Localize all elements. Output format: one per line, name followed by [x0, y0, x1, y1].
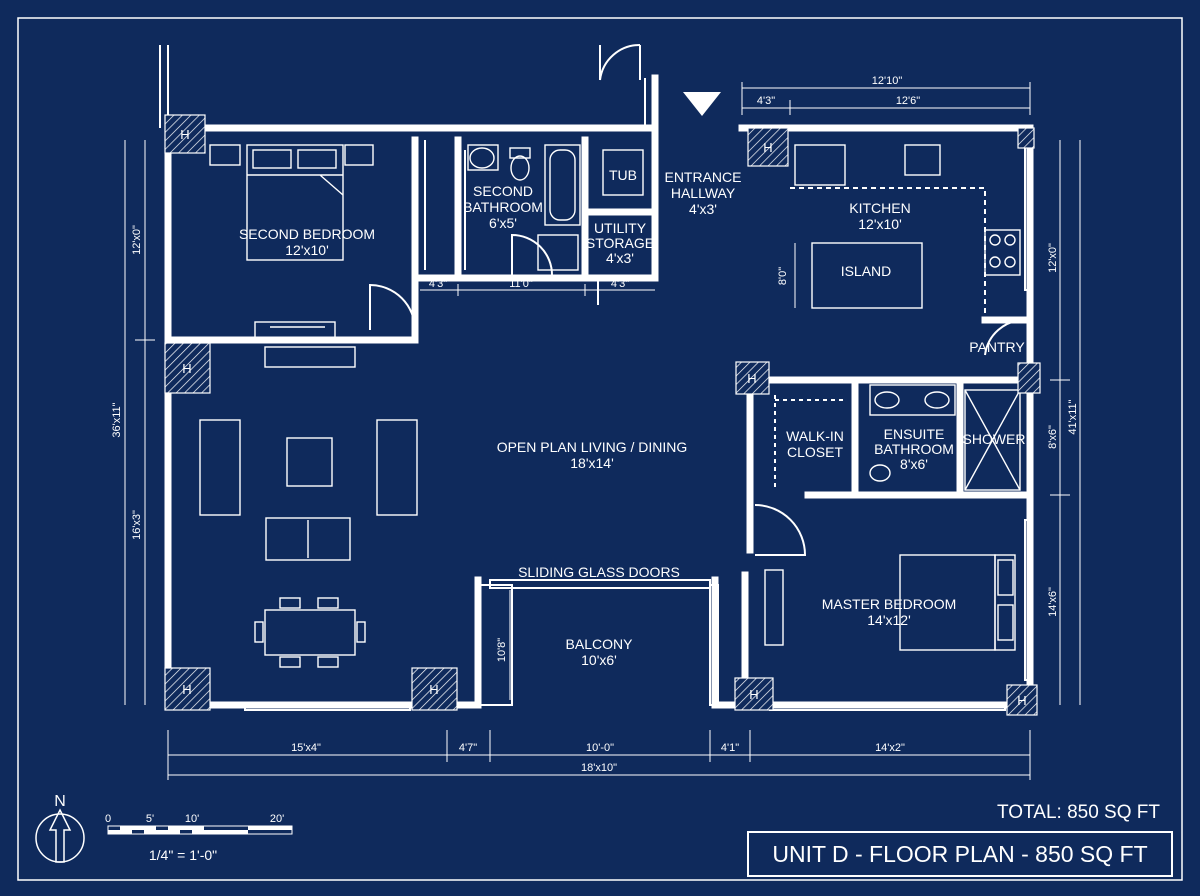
column: H	[747, 127, 789, 167]
column: H	[164, 667, 211, 711]
dim-left-lower: 16'x3"	[131, 510, 143, 540]
second-bathroom-name-2: BATHROOM	[463, 199, 543, 215]
dim-balcony-height: 10'8"	[496, 638, 508, 662]
sliding-doors-label: SLIDING GLASS DOORS	[518, 564, 680, 580]
svg-text:H: H	[182, 682, 191, 697]
walkin-name: WALK-IN	[786, 428, 844, 444]
column: H	[411, 667, 458, 711]
dim-left-upper: 12'x0"	[131, 225, 143, 255]
total-area: TOTAL: 850 SQ FT	[997, 802, 1160, 823]
island-label: ISLAND	[841, 263, 892, 279]
entrance-name-2: HALLWAY	[671, 185, 736, 201]
column: H	[1006, 684, 1038, 716]
second-bathroom-size: 6'x5'	[489, 215, 517, 231]
door-swings	[369, 43, 1026, 556]
scale-tick-5: 5'	[146, 813, 154, 825]
column: H	[164, 342, 211, 394]
column	[1017, 362, 1041, 394]
entrance-size: 4'x3'	[689, 201, 717, 217]
entrance-name: ENTRANCE	[664, 169, 741, 185]
dim-top-total: 12'10"	[872, 75, 903, 87]
second-bedroom-name: SECOND BEDROOM	[239, 226, 375, 242]
dim-bottom-a: 15'x4"	[291, 742, 321, 754]
balcony-size: 10'x6'	[581, 652, 617, 668]
column: H	[734, 677, 774, 711]
shower-label: SHOWER	[963, 431, 1026, 447]
dim-bottom-b: 4'7"	[459, 742, 477, 754]
dim-left-total: 36'x11"	[111, 402, 123, 437]
sheet-border	[17, 17, 1183, 881]
balcony-name: BALCONY	[566, 636, 634, 652]
utility-name-2: STORAGE	[586, 235, 654, 251]
dim-right-b: 8'x6"	[1047, 425, 1059, 449]
dim-interior-a: 4'3"	[429, 278, 447, 290]
master-bedroom-name: MASTER BEDROOM	[822, 596, 957, 612]
utility-size: 4'x3'	[606, 250, 634, 266]
dim-right-total: 41'x11"	[1067, 399, 1079, 434]
room-labels: SECOND BEDROOM 12'x10' SECOND BATHROOM 6…	[239, 167, 1026, 668]
kitchen-name: KITCHEN	[849, 200, 910, 216]
living-name: OPEN PLAN LIVING / DINING	[497, 439, 688, 455]
ensuite-size: 8'x6'	[900, 456, 928, 472]
dim-right-c: 14'x6"	[1047, 587, 1059, 617]
north-arrow: N	[35, 793, 85, 863]
dim-top-b: 12'6"	[896, 95, 920, 107]
scale-note: 1/4" = 1'-0"	[149, 847, 217, 863]
svg-text:H: H	[749, 687, 758, 702]
dim-interior-c: 4'3"	[611, 278, 629, 290]
svg-text:H: H	[429, 682, 438, 697]
utility-name: UTILITY	[594, 220, 647, 236]
furniture	[199, 144, 1021, 668]
structural-columns: H H H H H H H H	[164, 114, 1041, 716]
pantry-label: PANTRY	[969, 339, 1025, 355]
svg-text:H: H	[182, 361, 191, 376]
tub-label: TUB	[609, 167, 637, 183]
living-size: 18'x14'	[570, 455, 614, 471]
column	[1017, 127, 1035, 149]
scale-tick-10: 10'	[185, 813, 199, 825]
svg-text:H: H	[180, 127, 189, 142]
dim-bottom-d: 4'1"	[721, 742, 739, 754]
dim-bottom-c: 10'-0"	[586, 742, 614, 754]
dim-bottom-total: 18'x10"	[581, 762, 617, 774]
scale-tick-20: 20'	[270, 813, 284, 825]
scale-bar: 0 5' 10' 20' 1/4" = 1'-0"	[105, 813, 293, 863]
entrance-arrow	[683, 92, 721, 116]
dim-top-a: 4'3"	[757, 95, 775, 107]
ensuite-name: ENSUITE	[884, 426, 945, 442]
svg-text:H: H	[763, 140, 772, 155]
north-label: N	[54, 793, 66, 810]
dim-right-a: 12'x0"	[1047, 243, 1059, 273]
walkin-name-2: CLOSET	[787, 444, 843, 460]
dim-bottom-e: 14'x2"	[875, 742, 905, 754]
scale-tick-0: 0	[105, 813, 111, 825]
second-bathroom-name: SECOND	[473, 183, 533, 199]
dimension-lines	[124, 82, 1081, 780]
ensuite-name-2: BATHROOM	[874, 441, 954, 457]
title-block: UNIT D - FLOOR PLAN - 850 SQ FT	[747, 831, 1173, 877]
master-bedroom-size: 14'x12'	[867, 612, 911, 628]
second-bedroom-size: 12'x10'	[285, 242, 329, 258]
dim-island-width: 8'0"	[777, 267, 789, 285]
kitchen-size: 12'x10'	[858, 216, 902, 232]
column: H	[164, 114, 206, 154]
dim-interior-b: 11'0"	[509, 278, 533, 290]
plan-title: UNIT D - FLOOR PLAN - 850 SQ FT	[772, 841, 1147, 867]
svg-text:H: H	[747, 371, 756, 386]
svg-text:H: H	[1017, 693, 1026, 708]
column: H	[735, 361, 770, 395]
dimension-labels: 12'10" 4'3" 12'6" 4'3" 11'0" 4'3" 8'0" 1…	[111, 75, 1079, 774]
